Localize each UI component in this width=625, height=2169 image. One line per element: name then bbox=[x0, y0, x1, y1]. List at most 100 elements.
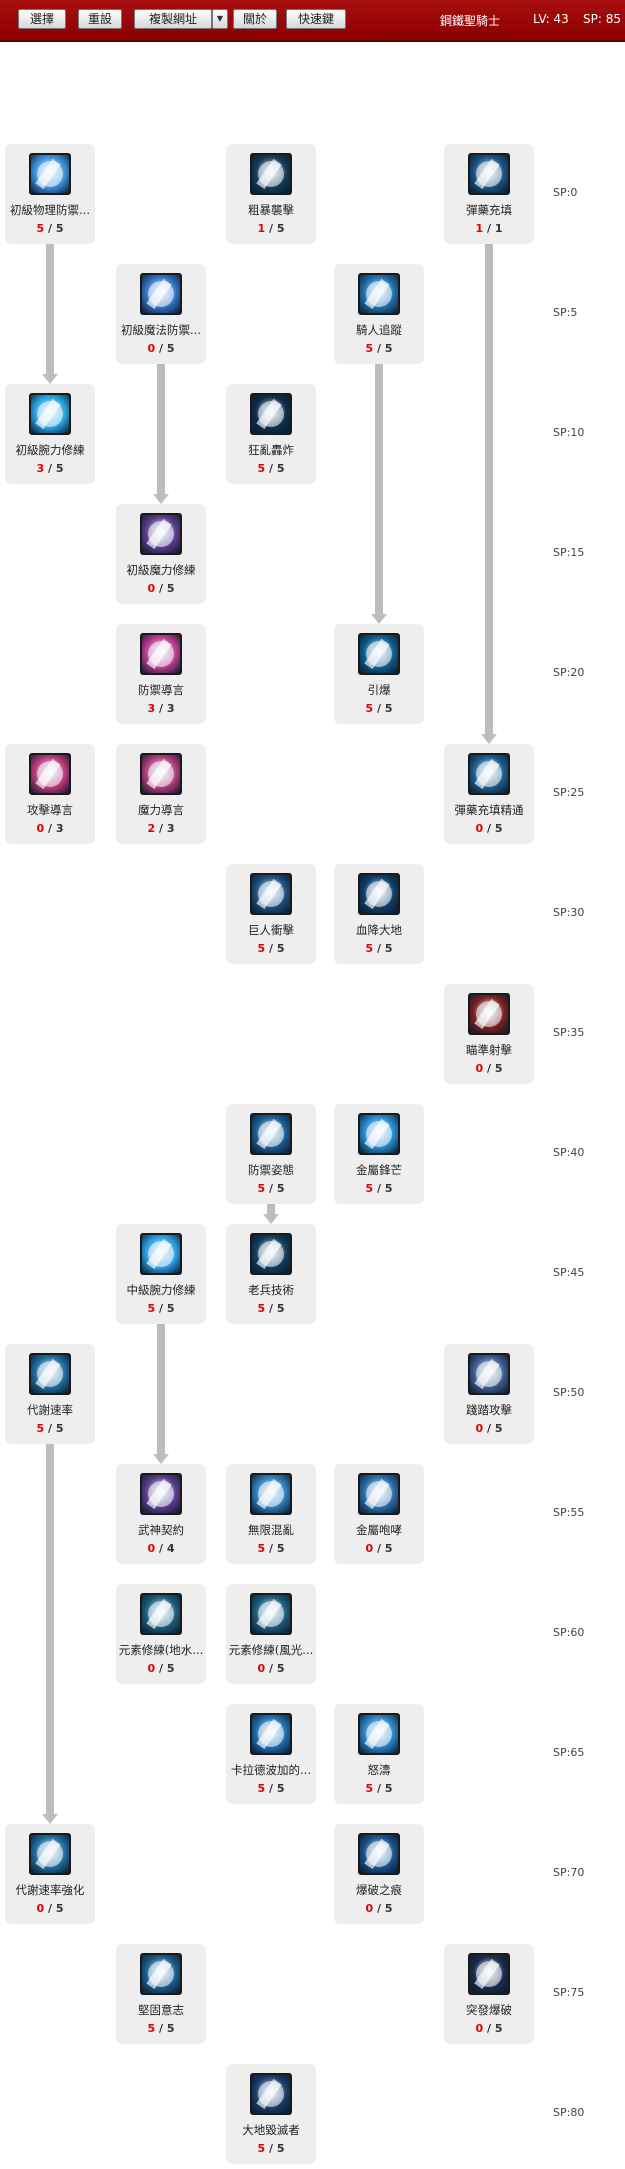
skill-card[interactable]: 卡拉德波加的...5 / 5 bbox=[226, 1704, 316, 1804]
sudden-blast-icon[interactable] bbox=[468, 1953, 510, 1995]
metal-edge-icon[interactable] bbox=[358, 1113, 400, 1155]
copy-url-button[interactable]: 複製網址 bbox=[134, 9, 212, 29]
skill-level-separator: / bbox=[373, 342, 385, 355]
skill-name: 突發爆破 bbox=[466, 2003, 512, 2017]
skill-card[interactable]: 初級物理防禦...5 / 5 bbox=[5, 144, 95, 244]
detonate-icon[interactable] bbox=[358, 633, 400, 675]
reset-button[interactable]: 重設 bbox=[78, 9, 122, 29]
skill-level-current: 5 bbox=[365, 342, 374, 355]
attack-aura-icon[interactable] bbox=[29, 753, 71, 795]
element-earth-icon[interactable] bbox=[140, 1593, 182, 1635]
aimed-shot-icon[interactable] bbox=[468, 993, 510, 1035]
skill-level-current: 5 bbox=[257, 1302, 266, 1315]
skill-card[interactable]: 元素修練(地水...0 / 5 bbox=[116, 1584, 206, 1684]
earth-destroyer-icon[interactable] bbox=[250, 2073, 292, 2115]
skill-level-current: 3 bbox=[147, 702, 156, 715]
metabolism-icon[interactable] bbox=[29, 1353, 71, 1395]
blood-earth-icon[interactable] bbox=[358, 873, 400, 915]
raging-wave-icon[interactable] bbox=[358, 1713, 400, 1755]
pursuit-icon[interactable] bbox=[358, 273, 400, 315]
magic-aura-icon[interactable] bbox=[140, 753, 182, 795]
giant-impact-icon[interactable] bbox=[250, 873, 292, 915]
skill-level-max: 1 bbox=[494, 222, 503, 235]
shield-icon[interactable] bbox=[29, 153, 71, 195]
chaos-icon[interactable] bbox=[250, 1473, 292, 1515]
karadbolg-icon[interactable] bbox=[250, 1713, 292, 1755]
level-label: SP:45 bbox=[553, 1266, 585, 1279]
ammo-mastery-icon[interactable] bbox=[468, 753, 510, 795]
dragon-icon[interactable] bbox=[250, 153, 292, 195]
ammo-device-icon[interactable] bbox=[468, 153, 510, 195]
veteran-icon[interactable] bbox=[250, 1233, 292, 1275]
war-god-icon[interactable] bbox=[140, 1473, 182, 1515]
skill-card[interactable]: 元素修練(風光...0 / 5 bbox=[226, 1584, 316, 1684]
sp-display: SP: 85 bbox=[583, 12, 621, 26]
skill-level-max: 5 bbox=[384, 1542, 393, 1555]
skill-level: 5 / 5 bbox=[334, 1182, 424, 1195]
hotkey-button[interactable]: 快速鍵 bbox=[286, 9, 346, 29]
metabolism-plus-icon[interactable] bbox=[29, 1833, 71, 1875]
blast-mark-icon[interactable] bbox=[358, 1833, 400, 1875]
skill-name: 魔力導言 bbox=[138, 803, 184, 817]
skill-level-max: 5 bbox=[166, 342, 175, 355]
bombard-icon[interactable] bbox=[250, 393, 292, 435]
iron-will-icon[interactable] bbox=[140, 1953, 182, 1995]
element-wind-icon[interactable] bbox=[250, 1593, 292, 1635]
level-label: SP:80 bbox=[553, 2106, 585, 2119]
connector-arrow-icon bbox=[263, 1214, 279, 1224]
skill-name: 怒濤 bbox=[367, 1763, 391, 1777]
skill-card[interactable]: 初級魔法防禦...0 / 5 bbox=[116, 264, 206, 364]
skill-name: 狂亂轟炸 bbox=[248, 443, 294, 457]
metal-roar-icon[interactable] bbox=[358, 1473, 400, 1515]
level-label: SP:30 bbox=[553, 906, 585, 919]
skill-level: 3 / 3 bbox=[116, 702, 206, 715]
crossed-swords-icon[interactable] bbox=[140, 513, 182, 555]
chevron-down-icon[interactable]: ▼ bbox=[212, 9, 228, 29]
skill-level-separator: / bbox=[483, 2022, 495, 2035]
stomp-icon[interactable] bbox=[468, 1353, 510, 1395]
magic-shield-icon[interactable] bbox=[140, 273, 182, 315]
about-button[interactable]: 關於 bbox=[233, 9, 277, 29]
skill-level: 0 / 5 bbox=[444, 822, 534, 835]
skill-level-separator: / bbox=[265, 222, 277, 235]
defense-aura-icon[interactable] bbox=[140, 633, 182, 675]
arm-icon[interactable] bbox=[140, 1233, 182, 1275]
arm-icon[interactable] bbox=[29, 393, 71, 435]
skill-level-max: 5 bbox=[166, 1302, 175, 1315]
select-button[interactable]: 選擇 bbox=[18, 9, 66, 29]
skill-level-max: 5 bbox=[494, 822, 503, 835]
skill-level-max: 5 bbox=[384, 1782, 393, 1795]
defense-stance-icon[interactable] bbox=[250, 1113, 292, 1155]
level-label: SP:10 bbox=[553, 426, 585, 439]
level-label: SP:70 bbox=[553, 1866, 585, 1879]
